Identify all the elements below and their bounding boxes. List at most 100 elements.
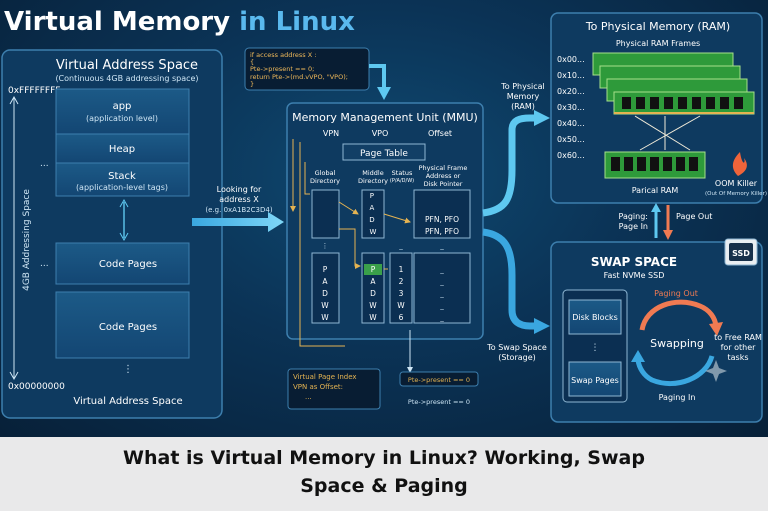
disk-blocks-box <box>568 299 622 335</box>
title-part2: in Linux <box>230 7 355 37</box>
svg-text:2: 2 <box>399 277 404 286</box>
vas-axis-arrow-up <box>9 95 19 105</box>
pte-present-2: Pte->present == 0 <box>408 398 470 406</box>
swap-cycle-out <box>639 299 719 331</box>
svg-text:A: A <box>322 277 328 286</box>
ssd-icon-inner <box>729 243 753 261</box>
mmu-present-highlight <box>364 264 382 275</box>
paging-out-label: Paging Out <box>654 289 698 298</box>
diagram-canvas: Virtual Memory in Linux Virtual Address … <box>0 0 768 437</box>
mmu-dash-pfn-upper: _ <box>439 242 444 250</box>
code-to-mmu-line <box>369 64 386 88</box>
caption-line-1: What is Virtual Memory in Linux? Working… <box>123 447 645 469</box>
svg-text:W: W <box>369 313 377 322</box>
vas-footer: Virtual Address Space <box>73 396 182 407</box>
vas-block-stack <box>55 162 190 197</box>
mmu-pfn2: PFN, PFO <box>425 227 459 236</box>
vas-dots-left: ... <box>40 159 49 169</box>
mmu-middle-column: P A D W W <box>369 265 377 322</box>
lookup-line2: address X <box>219 195 259 204</box>
mmu-page-table-header <box>342 143 426 161</box>
svg-text:P: P <box>371 265 376 274</box>
page-out-label: Page Out <box>676 212 712 221</box>
vas-dots-bottom: ⋮ <box>123 364 133 375</box>
page-in-head <box>651 203 661 212</box>
mmu-status-head: Status(P/A/D/W) <box>390 169 414 184</box>
pte-present-1: Pte->present == 0 <box>408 376 470 384</box>
svg-text:A: A <box>370 277 376 286</box>
svg-text:_: _ <box>439 302 444 310</box>
svg-text:0x60...: 0x60... <box>557 151 585 160</box>
mmu-col-vpn: VPN <box>323 129 339 138</box>
caption-line-2: Space & Paging <box>300 475 468 497</box>
swap-title: SWAP SPACE <box>591 255 677 269</box>
mmu-pfn1: PFN, PFO <box>425 215 459 224</box>
vas-app-label: app <box>113 101 132 112</box>
svg-text:0x20...: 0x20... <box>557 87 585 96</box>
mmu-pfn-lower <box>413 252 471 324</box>
index-box-text: Virtual Page Index VPN as Offset: ... <box>293 373 359 401</box>
page-out-head <box>663 230 673 240</box>
mmu-num-lower <box>389 252 413 324</box>
ram-frames-label: Physical RAM Frames <box>616 39 700 48</box>
mmu-page-table-label: Page Table <box>360 149 408 159</box>
code-snippet: if access address X : { Pte->present == … <box>250 51 350 88</box>
svg-text:0x30...: 0x30... <box>557 103 585 112</box>
swap-cycle-in-head <box>631 350 645 362</box>
arrow-to-swap-head <box>534 318 550 334</box>
sparkle-icon <box>705 360 727 382</box>
lookup-arrow <box>192 212 284 232</box>
pte-box <box>399 371 479 387</box>
mmu-number-column: 1 2 3 W 6 <box>397 265 405 322</box>
svg-text:3: 3 <box>399 289 404 298</box>
mmu-upper-status: P A D W <box>369 192 377 236</box>
swap-pages-label: Swap Pages <box>571 376 619 385</box>
oom-label: OOM Killer <box>715 179 758 188</box>
index-box <box>287 368 381 410</box>
vas-block-code2 <box>55 291 190 359</box>
ssd-label: SSD <box>732 249 750 258</box>
vas-stack-label: Stack <box>108 171 136 182</box>
vas-code2-label: Code Pages <box>99 322 157 333</box>
ram-title: To Physical Memory (RAM) <box>585 20 730 33</box>
svg-text:0x40...: 0x40... <box>557 119 585 128</box>
arrow-to-ram-head <box>534 110 550 126</box>
vas-block-code1 <box>55 242 190 285</box>
svg-text:6: 6 <box>399 313 404 322</box>
code-snippet-box <box>244 47 370 91</box>
mmu-col-vpo: VPO <box>372 129 389 138</box>
title-part1: Virtual Memory <box>4 7 230 37</box>
to-swap-label: To Swap Space(Storage) <box>486 343 547 362</box>
ram-partial-label: Parical RAM <box>632 186 679 195</box>
mmu-pfn-upper <box>413 189 471 239</box>
vas-top-address: 0xFFFFFFFF <box>8 86 60 96</box>
mmu-global-lower <box>311 252 340 324</box>
swap-pages-box <box>568 361 622 397</box>
flame-icon <box>732 152 747 176</box>
vas-bottom-address: 0x00000000 <box>8 382 65 392</box>
svg-text:1: 1 <box>399 265 404 274</box>
swap-cycle-in <box>635 355 715 386</box>
vas-heap-label: Heap <box>109 144 135 155</box>
svg-text:_: _ <box>439 278 444 286</box>
svg-text:W: W <box>397 301 405 310</box>
svg-text:D: D <box>370 289 376 298</box>
code-to-mmu-head <box>377 87 391 100</box>
swap-cycle-out-head <box>709 322 723 336</box>
paging-in-label: Paging:Page In <box>618 212 648 231</box>
svg-text:_: _ <box>439 290 444 298</box>
swapping-label: Swapping <box>650 337 704 350</box>
mmu-title: Memory Management Unit (MMU) <box>292 111 478 124</box>
swap-dots: ⋮ <box>591 343 600 353</box>
mmu-global-upper <box>311 189 340 239</box>
oom-sub: (Out Of Memory Killer) <box>705 191 767 197</box>
ram-module-stack <box>592 52 755 115</box>
mmu-upper-arrow1 <box>338 201 359 215</box>
svg-text:W: W <box>321 301 329 310</box>
mmu-col-offset: Offset <box>428 129 452 138</box>
svg-text:0x10...: 0x10... <box>557 71 585 80</box>
svg-text:W: W <box>369 301 377 310</box>
svg-text:_: _ <box>439 266 444 274</box>
